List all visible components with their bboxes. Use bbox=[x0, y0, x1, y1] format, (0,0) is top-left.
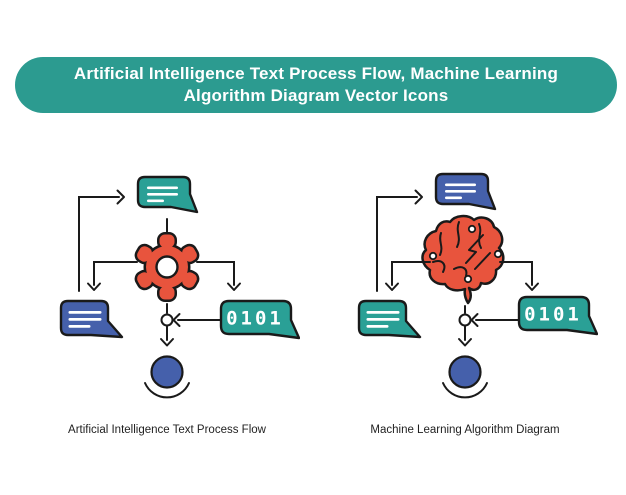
chat-bubble-side-icon bbox=[357, 299, 422, 339]
text-lines bbox=[366, 311, 400, 328]
arrow-into-top-bubble bbox=[78, 189, 125, 292]
user-icon bbox=[144, 355, 190, 399]
chat-bubble-top-icon bbox=[136, 175, 199, 214]
chat-bubble-side-icon bbox=[59, 299, 124, 339]
title-banner: Artificial Intelligence Text Process Flo… bbox=[15, 57, 617, 113]
caption-ml-algorithm-diagram: Machine Learning Algorithm Diagram bbox=[370, 424, 560, 436]
title-line-1: Artificial Intelligence Text Process Flo… bbox=[73, 64, 559, 83]
binary-label: 0101 bbox=[524, 304, 582, 326]
arrow-to-binary-chip bbox=[499, 261, 539, 291]
arrow-to-user bbox=[458, 325, 472, 347]
user-icon bbox=[442, 355, 488, 399]
arrow-binary-to-junction bbox=[172, 313, 222, 327]
text-lines bbox=[68, 311, 102, 328]
chat-bubble-top-icon bbox=[434, 172, 497, 211]
arrow-binary-to-junction bbox=[470, 313, 520, 327]
arrow-to-left-bubble bbox=[87, 261, 138, 291]
caption-ai-text-process-flow: Artificial Intelligence Text Process Flo… bbox=[68, 424, 266, 436]
diagram-ml-algorithm: 0101 bbox=[357, 172, 598, 399]
diagram-ai-text-process-flow: 0101 bbox=[59, 175, 300, 399]
title-line-2: Algorithm Diagram Vector Icons bbox=[183, 86, 449, 105]
binary-code-icon: 0101 bbox=[219, 299, 300, 340]
brain-icon bbox=[421, 214, 505, 305]
arrow-to-user bbox=[160, 325, 174, 347]
binary-label: 0101 bbox=[226, 308, 284, 330]
text-lines bbox=[445, 183, 476, 200]
junction-node bbox=[458, 313, 472, 327]
arrow-into-top-bubble bbox=[376, 189, 423, 292]
gear-icon bbox=[134, 232, 200, 302]
junction-node bbox=[160, 313, 174, 327]
binary-code-icon: 0101 bbox=[517, 295, 598, 336]
text-lines bbox=[147, 186, 178, 203]
arrow-to-binary-chip bbox=[196, 261, 241, 291]
arrow-to-left-bubble bbox=[385, 261, 431, 291]
